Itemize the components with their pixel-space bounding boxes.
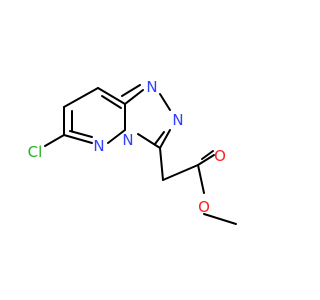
bond — [159, 129, 171, 149]
bond — [63, 134, 93, 144]
atom-oxygen-label: O — [214, 147, 226, 165]
bond-double-inner — [101, 95, 122, 109]
bond — [137, 133, 161, 149]
atom-oxygen-label: O — [198, 198, 210, 216]
bond — [162, 164, 199, 181]
molecule-canvas: Cl N N N N O O — [27, 78, 237, 225]
bond-double-inner — [154, 131, 165, 145]
bond — [159, 93, 171, 111]
atom-nitrogen-label: N — [93, 137, 104, 155]
bond-double-inner — [121, 84, 141, 97]
bond — [203, 213, 237, 225]
bond-double-inner — [69, 130, 93, 138]
atom-nitrogen-label: N — [172, 111, 183, 129]
bond — [63, 87, 99, 108]
atom-nitrogen-label: N — [146, 78, 157, 96]
molecule-structure-diagram: Cl N N N N O O — [28, 78, 237, 225]
bond — [107, 129, 126, 144]
bond-group — [44, 84, 237, 225]
bond — [197, 164, 205, 194]
bond-double-inner — [201, 150, 214, 160]
atom-chlorine-label: Cl — [28, 143, 43, 161]
bond — [197, 154, 215, 166]
bond — [44, 134, 65, 147]
atom-nitrogen-label: N — [122, 131, 133, 149]
bond — [159, 147, 164, 181]
bond — [97, 87, 126, 105]
bond — [124, 89, 144, 105]
